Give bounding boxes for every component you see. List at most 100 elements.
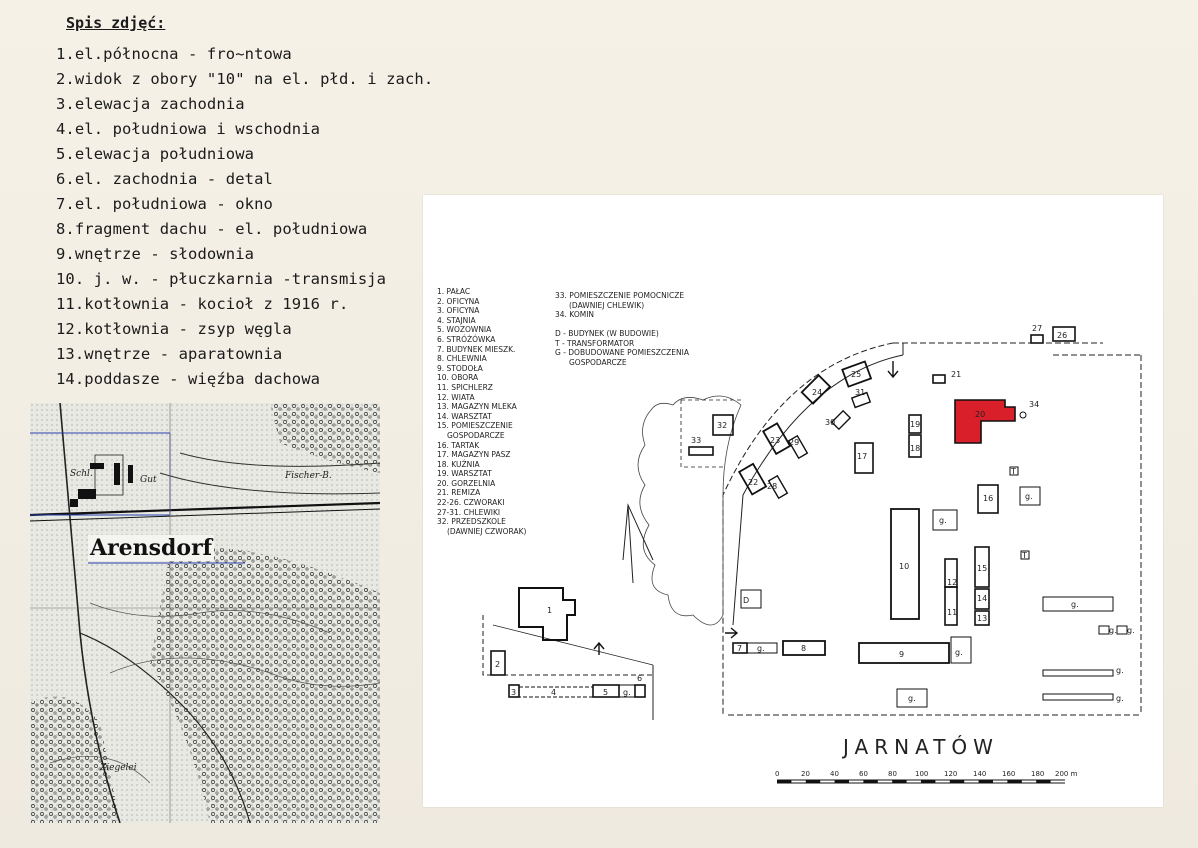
building-number: 33: [691, 436, 701, 445]
site-plan-drawing: 1 2 3 4 5 g. 6 7 g. 8 9 g. 10 11 12 13 1…: [482, 324, 1142, 784]
legend-entry: 16. TARTAK: [437, 440, 480, 450]
legend-entry: 17. MAGAZYN PASZ: [437, 450, 511, 460]
site-plan: 1 2 3 4 5 g. 6 7 g. 8 9 g. 10 11 12 13 1…: [423, 195, 1163, 807]
map-town-label: Arensdorf: [88, 535, 215, 561]
photo-list-item: 10. j. w. - płuczkarnia -transmisja: [56, 270, 387, 288]
building-number: 13: [977, 614, 987, 623]
building-number: 20: [975, 410, 985, 419]
legend-entry: G - DOBUDOWANE POMIESZCZENIA: [555, 348, 689, 358]
building-number: 11: [947, 608, 957, 617]
legend-entry: 34. KOMIN: [555, 310, 595, 320]
legend-entry: 27-31. CHLEWIKI: [437, 507, 501, 517]
site-plan-symbol-key: D - BUDYNEK (W BUDOWIE) T - TRANSFORMATO…: [555, 329, 689, 367]
building-number: 4: [551, 688, 556, 697]
legend-entry: 2. OFICYNA: [437, 296, 480, 306]
photo-list-item: 14.poddasze - więźba dachowa: [56, 370, 321, 388]
scale-label: 20: [801, 770, 810, 778]
building-number: 28: [767, 482, 777, 491]
site-plan-legend: 1. PAŁAC 2. OFICYNA 3. OFICYNA 4. STAJNI…: [437, 287, 526, 536]
legend-entry: 14. WARSZTAT: [437, 411, 492, 421]
building-number: 7: [737, 644, 742, 653]
legend-entry: 18. KUŹNIA: [437, 459, 480, 469]
photo-list-item: 9.wnętrze - słodownia: [56, 245, 255, 263]
building-number: 1: [547, 606, 552, 615]
building-number: g.: [1116, 694, 1124, 703]
building-number: g.: [939, 516, 947, 525]
legend-entry: D - BUDYNEK (W BUDOWIE): [555, 329, 659, 338]
building-number: g.: [1025, 492, 1033, 501]
legend-entry: 13. MAGAZYN MLEKA: [437, 402, 517, 412]
building-number: 29: [789, 438, 799, 447]
building-number: g.: [955, 648, 963, 657]
building-number: 25: [851, 370, 861, 379]
building-number: 16: [983, 494, 993, 503]
building-number: g.: [757, 644, 765, 653]
building-number: 24: [812, 388, 822, 397]
building-number: g.: [1109, 626, 1117, 635]
building-number: g.: [1071, 600, 1079, 609]
topographic-map: Fischer-B. Ziegelei Schl. Gut Arensdorf: [29, 402, 381, 824]
building-number: 14: [977, 594, 987, 603]
scale-label: 180: [1031, 770, 1044, 778]
legend-entry: 22-26. CZWORAKI: [437, 498, 505, 508]
photo-list-item: 1.el.północna - fro~ntowa: [56, 45, 292, 63]
scale-bar: 0 20 40 60 80 100 120 140 160 180 200 m: [775, 770, 1078, 784]
scale-label: 0: [775, 770, 779, 778]
legend-entry: 8. CHLEWNIA: [437, 354, 487, 364]
photo-list-item: 12.kotłownia - zsyp węgla: [56, 320, 292, 338]
building-number: 8: [801, 644, 806, 653]
site-plan-legend-extra: 33. POMIESZCZENIE POMOCNICZE (DAWNIEJ CH…: [555, 291, 684, 320]
photo-list-item: 7.el. południowa - okno: [56, 195, 273, 213]
legend-entry: 32. PRZEDSZKOLE: [437, 517, 506, 527]
building-number: g.: [1116, 666, 1124, 675]
map-label: Gut: [140, 475, 157, 485]
building-number: 2: [495, 660, 500, 669]
building-number: 18: [910, 444, 920, 453]
building-number: g.: [1127, 626, 1135, 635]
photo-list-item: 5.elewacja południowa: [56, 145, 255, 163]
scale-label: 80: [888, 770, 897, 778]
photo-list-item: 3.elewacja zachodnia: [56, 95, 245, 113]
building-number: 21: [951, 370, 961, 379]
legend-entry: 4. STAJNIA: [437, 315, 476, 325]
photo-list-items: 1.el.północna - fro~ntowa 2.widok z obor…: [56, 42, 433, 392]
building-number: 12: [947, 578, 957, 587]
building-number: 31: [855, 388, 865, 397]
building-number: 5: [603, 688, 608, 697]
legend-entry: 12. WIATA: [437, 392, 475, 402]
scale-label: 200 m: [1055, 770, 1078, 778]
photo-list-item: 2.widok z obory "10" na el. płd. i zach.: [56, 70, 434, 88]
building-number: 10: [899, 562, 909, 571]
photo-list-item: 8.fragment dachu - el. południowa: [56, 220, 368, 238]
site-plan-title: JARNATÓW: [843, 735, 999, 759]
building-number: T: [1021, 551, 1027, 560]
building-number: 22: [748, 478, 758, 487]
legend-entry: (DAWNIEJ CZWORAK): [447, 526, 527, 536]
legend-entry: 6. STRÓŻÓWKA: [437, 334, 496, 344]
building-number: D: [743, 596, 749, 605]
scale-label: 60: [859, 770, 868, 778]
legend-entry: 21. REMIZA: [437, 488, 481, 498]
scale-label: 160: [1002, 770, 1015, 778]
legend-entry: 19. WARSZTAT: [437, 469, 492, 479]
map-label: Schl.: [70, 469, 93, 479]
building-number: 9: [899, 650, 904, 659]
building-number: 23: [770, 436, 780, 445]
legend-entry: 20. GORZELNIA: [437, 478, 496, 488]
building-number: g.: [908, 694, 916, 703]
building-number: g.: [623, 688, 631, 697]
legend-entry: 7. BUDYNEK MIESZK.: [437, 344, 516, 354]
topographic-map-drawing: [29, 402, 381, 824]
legend-entry: 1. PAŁAC: [437, 287, 471, 296]
photo-list-item: 6.el. zachodnia - detal: [56, 170, 273, 188]
photo-list-title: Spis zdjęć:: [66, 14, 166, 32]
legend-entry: 11. SPICHLERZ: [437, 382, 493, 392]
building-number: 3: [511, 688, 516, 697]
legend-entry: T - TRANSFORMATOR: [555, 338, 635, 348]
building-number: 30: [825, 418, 835, 427]
building-number: 27: [1032, 324, 1042, 333]
building-number: 34: [1029, 400, 1039, 409]
legend-entry: GOSPODARCZE: [447, 430, 505, 440]
building-number: 19: [910, 420, 920, 429]
map-label: Ziegelei: [100, 763, 137, 773]
